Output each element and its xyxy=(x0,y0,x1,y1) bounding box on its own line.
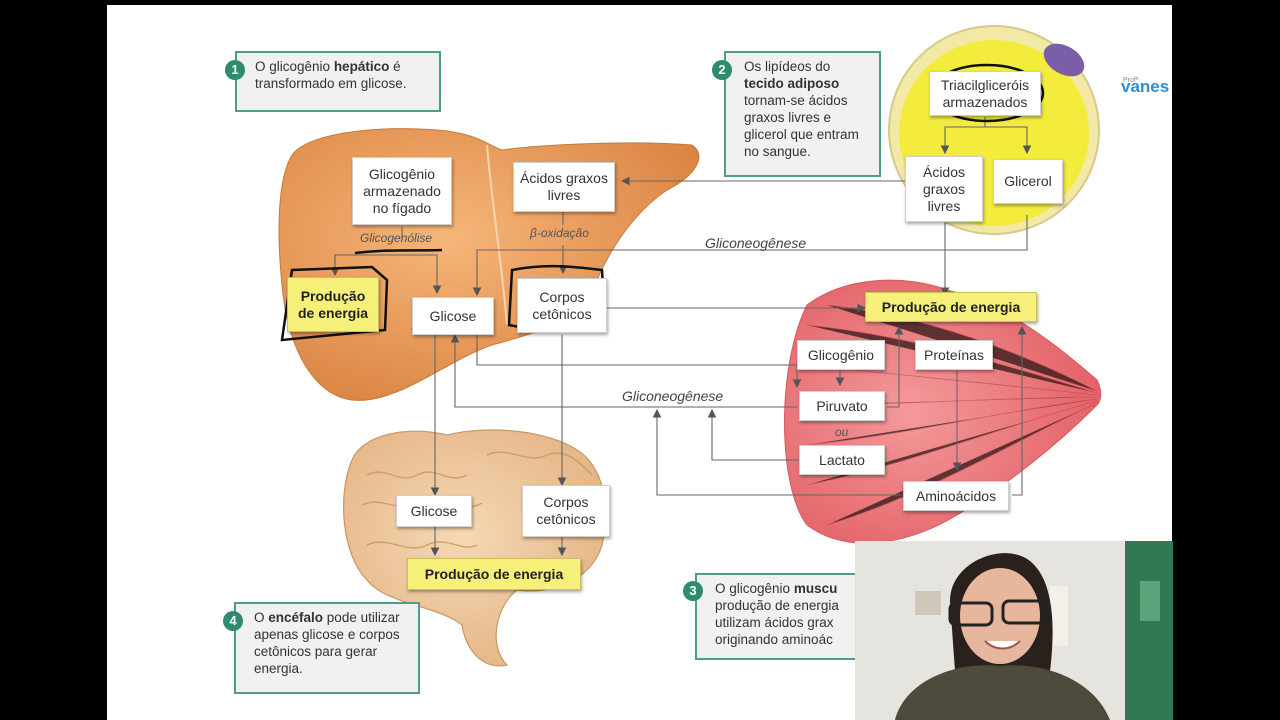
note-3-number: 3 xyxy=(683,581,703,601)
note-1-text-end: é transformado em glicose. xyxy=(255,59,407,91)
webcam-video xyxy=(855,541,1173,720)
note-1-number: 1 xyxy=(225,60,245,80)
liver-glucose-box: Glicose xyxy=(412,297,494,335)
muscle-pyruvate-box: Piruvato xyxy=(799,391,885,421)
presenter-image xyxy=(855,541,1173,720)
gluconeogenesis-mid-label: Gliconeogênese xyxy=(622,388,724,404)
note-3-bold: muscu xyxy=(793,581,838,596)
muscle-amino-box: Aminoácidos xyxy=(903,481,1009,511)
muscle-lactate-box: Lactato xyxy=(799,445,885,475)
note-2-text-end: tornam-se ácidos graxos livres e glicero… xyxy=(744,93,859,159)
liver-energy-box: Produção de energia xyxy=(287,277,379,332)
brain-glucose-box: Glicose xyxy=(396,495,472,527)
muscle-proteins-box: Proteínas xyxy=(915,340,993,370)
muscle-glycogen-box: Glicogênio xyxy=(797,340,885,370)
note-4-text-end: pode utilizar apenas glicose e corpos ce… xyxy=(254,610,400,676)
note-4: O encéfalo pode utilizar apenas glicose … xyxy=(234,602,420,694)
liver-glycogen-box: Glicogênio armazenado no fígado xyxy=(352,157,452,225)
note-2-text: Os lipídeos do xyxy=(744,59,831,74)
liver-fatty-acids-box: Ácidos graxos livres xyxy=(513,162,615,212)
note-4-number: 4 xyxy=(223,611,243,631)
note-2-number: 2 xyxy=(712,60,732,80)
brand-prefix: Profª xyxy=(1123,77,1139,84)
note-3-text: O glicogênio xyxy=(715,581,794,596)
beta-oxidation-label: β-oxidação xyxy=(530,226,589,240)
gluconeogenesis-top-label: Gliconeogênese xyxy=(705,235,807,251)
note-1-text: O glicogênio xyxy=(255,59,334,74)
adipose-fatty-acids-box: Ácidos graxos livres xyxy=(905,156,983,222)
glycogenolysis-label: Glicogenólise xyxy=(360,231,433,245)
brain-ketone-box: Corpos cetônicos xyxy=(522,485,610,537)
note-4-bold: encéfalo xyxy=(268,610,324,625)
note-1: O glicogênio hepático é transformado em … xyxy=(235,51,441,112)
muscle-energy-box: Produção de energia xyxy=(865,292,1037,322)
brand-logo: vanes xyxy=(1121,77,1170,96)
note-3-text-end: produção de energia utilizam ácidos grax… xyxy=(715,598,839,647)
adipose-glycerol-box: Glicerol xyxy=(993,159,1063,204)
note-2: Os lipídeos do tecido adiposo tornam-se … xyxy=(724,51,881,177)
brain-energy-box: Produção de energia xyxy=(407,558,581,590)
note-4-text: O xyxy=(254,610,269,625)
muscle-or-label: ou xyxy=(835,425,849,439)
liver-ketone-box: Corpos cetônicos xyxy=(517,278,607,333)
note-2-bold: tecido adiposo xyxy=(744,76,840,91)
adipose-tag-box: Triacilgliceróis armazenados xyxy=(929,71,1041,116)
note-1-bold: hepático xyxy=(333,59,390,74)
